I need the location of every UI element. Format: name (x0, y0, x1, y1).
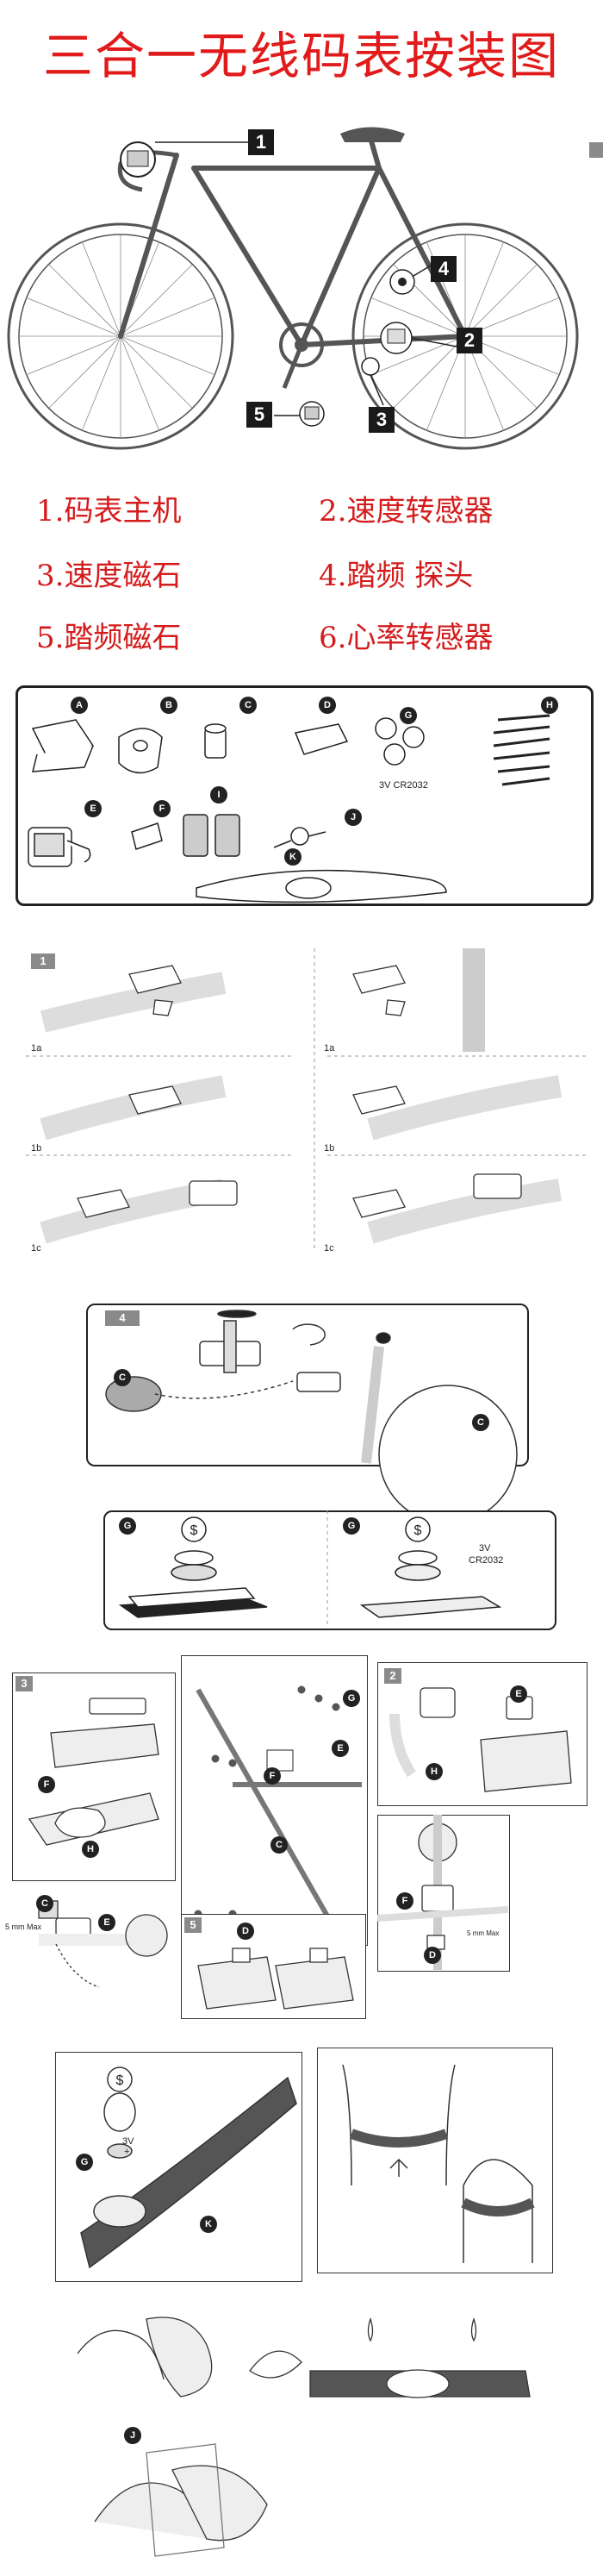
legend-item-2: 2.速度转感器 (319, 494, 494, 528)
hr-battery-plus: + (124, 2147, 130, 2157)
hr-label-k: K (200, 2216, 217, 2233)
part-label-a: A (71, 697, 88, 714)
step-5-label-d: D (237, 1923, 254, 1940)
mount-label-f: F (396, 1892, 413, 1910)
step-3-tag: 3 (16, 1676, 33, 1691)
step-2-diagram (389, 1687, 572, 1792)
battery-label: 3V CR2032 (379, 780, 428, 791)
step-4-tag: 4 (105, 1310, 140, 1326)
bike-illustration (7, 127, 579, 450)
hr-attach-diagram (94, 2443, 268, 2557)
callout-3: 3 (369, 407, 395, 433)
part-label-b: B (160, 697, 177, 714)
step-4-label-c-2: C (472, 1414, 489, 1431)
step-5-diagram (197, 1948, 354, 2010)
part-label-e: E (84, 800, 102, 817)
part-label-g: G (400, 707, 417, 724)
step-3-label-g: G (343, 1690, 360, 1707)
hr-moisten-diagram (77, 2317, 531, 2398)
battery-panel-volt: 3V (479, 1543, 491, 1554)
legend-item-3: 3.速度磁石 (36, 559, 182, 593)
hr-battery-volt: 3V (122, 2136, 134, 2147)
callout-1: 1 (248, 129, 274, 155)
gap-label-e: E (98, 1914, 115, 1931)
callout-2: 2 (457, 328, 482, 353)
step-3-label-h: H (82, 1841, 99, 1858)
step-1b-label: 1b (31, 1143, 42, 1154)
callout-5: 5 (246, 402, 272, 428)
step-1-diagrams (26, 948, 586, 1250)
hr-label-g: G (76, 2154, 93, 2171)
step-1a-label: 1a (31, 1043, 42, 1054)
parts-list-panel (16, 685, 594, 906)
parts-drawings (28, 714, 550, 903)
part-label-j: J (345, 809, 362, 826)
svg-text:$: $ (414, 1523, 422, 1538)
hr-wearing-panel (317, 2048, 553, 2273)
battery-label-g-left: G (119, 1517, 136, 1535)
legend-item-4: 4.踏频 探头 (319, 559, 474, 593)
sensor-gap-diagram (38, 1900, 168, 1988)
part-label-d: D (319, 697, 336, 714)
step-2-label-h: H (426, 1763, 443, 1780)
step-1b-label-right: 1b (324, 1143, 335, 1154)
hr-label-j: J (124, 2427, 141, 2444)
legend-item-1: 1.码表主机 (36, 494, 182, 528)
step-1a-label-right: 1a (324, 1043, 335, 1054)
battery-panel-type: CR2032 (469, 1555, 504, 1566)
legend-item-5: 5.踏频磁石 (36, 621, 182, 655)
part-label-i: I (210, 786, 227, 803)
battery-label-g-right: G (343, 1517, 360, 1535)
step-3-label-f: F (264, 1767, 281, 1785)
step-1-tag: 1 (31, 953, 55, 969)
svg-text:$: $ (190, 1523, 198, 1538)
step-4-diagram (105, 1310, 518, 1524)
part-label-h: H (541, 697, 558, 714)
step-3-label-c: C (270, 1836, 288, 1854)
step-5-tag: 5 (184, 1917, 202, 1933)
step-1c-label-right: 1c (324, 1243, 334, 1254)
mount-gap-label: 5 mm Max (467, 1929, 500, 1937)
step-3-bike-diagram (194, 1685, 362, 1933)
edge-tag (589, 142, 603, 158)
hr-wearing-diagram (342, 2064, 535, 2263)
battery-panel-diagram: $ $ (118, 1510, 502, 1627)
part-label-f: F (153, 800, 171, 817)
hr-battery-diagram: $ (80, 2066, 297, 2269)
gap-label-c: C (36, 1895, 53, 1912)
svg-text:$: $ (116, 2073, 124, 2088)
step-3-diagram (28, 1698, 159, 1846)
step-2-tag: 2 (384, 1668, 401, 1684)
mount-label-d: D (424, 1947, 441, 1964)
step-1c-label: 1c (31, 1243, 41, 1254)
step-2-label-e: E (510, 1685, 527, 1703)
callout-4: 4 (431, 256, 457, 282)
step-3-label-e: E (332, 1740, 349, 1757)
part-label-k: K (284, 848, 302, 866)
legend-item-6: 6.心率转感器 (319, 621, 494, 655)
gap-label-5mm: 5 mm Max (5, 1923, 42, 1931)
sensor-mount-diagram (376, 1815, 509, 1970)
page-title: 三合一无线码表按装图 (42, 27, 560, 85)
step-4-label-c: C (114, 1369, 131, 1386)
part-label-c: C (239, 697, 257, 714)
step-3-label-f-inner: F (38, 1776, 55, 1793)
